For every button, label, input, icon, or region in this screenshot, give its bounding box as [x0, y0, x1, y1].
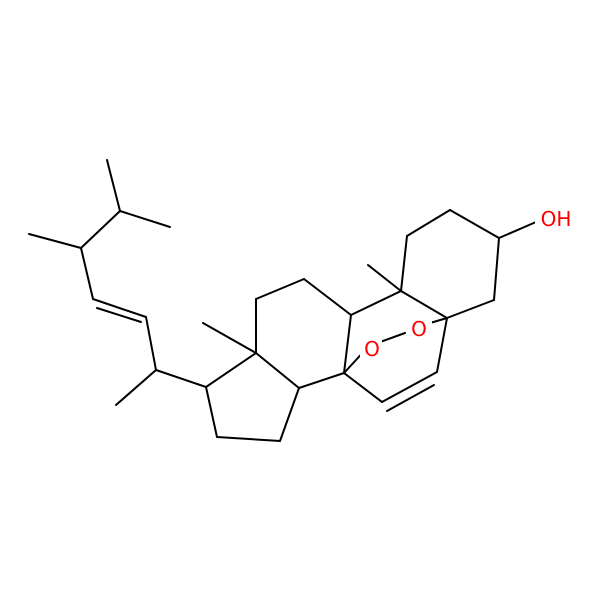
oxygen-atom-2: O	[408, 317, 432, 341]
oxygen-atom-1: O	[360, 337, 382, 361]
hydroxyl-label: OH	[541, 207, 572, 231]
bond-network	[28, 159, 537, 442]
atom-labels: O O OH	[360, 205, 577, 361]
oxygen-label-1: O	[364, 337, 380, 361]
oxygen-label-2: O	[411, 317, 427, 341]
hydroxyl-group: OH	[535, 205, 577, 233]
